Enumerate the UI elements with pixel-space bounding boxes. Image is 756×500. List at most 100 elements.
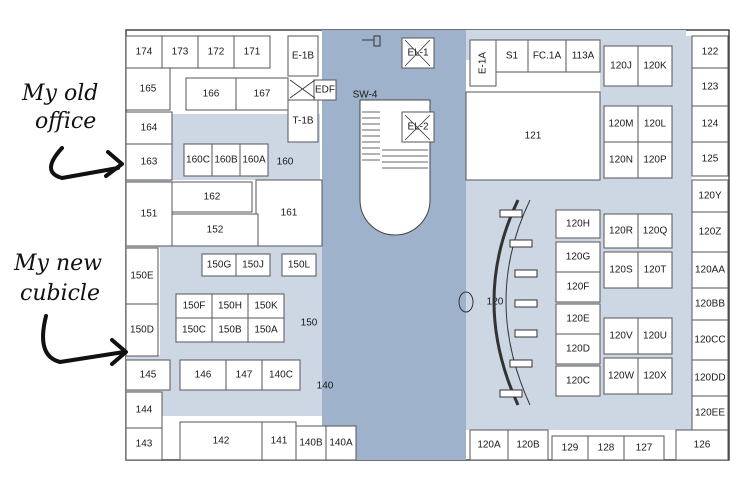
shaft-sw4 [322,30,466,460]
arrow-new-cubicle [41,314,126,364]
room-160b: 160B [211,143,241,177]
room-120h: 120H [555,209,601,239]
room-label: 171 [244,47,261,58]
room-label: 150H [218,301,242,312]
annotation-old-office: My old office [21,81,124,180]
room-120d: 120D [555,333,601,365]
room-box [313,79,337,101]
room-label: 120W [608,371,635,382]
room-box [587,435,625,461]
room-label: 165 [140,84,157,95]
room-label: 151 [141,209,158,220]
room-label: 162 [204,192,221,203]
room-label: T-1B [292,116,313,127]
room-label: 120K [643,61,667,72]
room-t-1b: T-1B [287,99,319,143]
room-120e: 120E [555,303,601,335]
room-label: 152 [207,225,224,236]
room-label: 150E [130,271,154,282]
room-label: 150L [288,260,311,271]
room-label: 120BB [695,299,725,310]
room-120l: 120L [637,105,673,143]
room-box [603,357,639,395]
room-box [235,77,289,111]
room-120w: 120W [603,357,639,395]
room-label: S1 [506,51,519,62]
room-box [125,359,171,391]
room-label: E-1A [478,52,489,75]
room-box [235,253,271,277]
room-140c: 140C [261,359,301,391]
room-box [295,425,327,461]
room-box [637,317,673,355]
room-151: 151 [125,181,173,247]
partition-arc-inner [505,199,531,406]
arrowhead-new-cubicle [110,338,128,366]
room-label: EL-1 [407,48,429,59]
room-143: 143 [125,427,163,461]
room-box [469,39,497,87]
room-label: 167 [254,89,271,100]
room-box [161,35,199,69]
room-120s: 120S [603,251,639,289]
room-label: EDF [315,85,335,96]
room-147: 147 [225,359,263,391]
room-124: 124 [691,105,729,143]
room-162: 162 [171,181,253,213]
room-label: 140A [329,438,353,449]
room-label: 126 [694,440,711,451]
room-label: 147 [236,370,253,381]
room-150c: 150C [175,317,213,343]
room-146: 146 [179,359,227,391]
room-box [465,91,601,181]
room-161: 161 [255,179,323,247]
room-box [171,213,259,247]
room-120ee: 120EE [691,395,729,431]
room-box [239,143,269,177]
room-label: 142 [213,436,230,447]
room-label: 128 [598,443,615,454]
central-shaft: SW-4 [322,30,466,460]
room-152: 152 [171,213,259,247]
room-box [691,251,729,289]
room-box [233,35,271,69]
arrow-old-office [49,146,120,180]
room-174: 174 [125,35,163,69]
room-box [247,293,285,319]
room-125: 125 [691,141,729,177]
room-label: 141 [271,436,288,447]
room-box [287,35,319,77]
room-fc-1a: FC.1A [527,39,567,73]
room-e-1b: E-1B [287,35,319,77]
room-box [555,303,601,335]
room-box [603,45,639,87]
room-label: 120E [566,314,590,325]
room-128: 128 [587,435,625,461]
room-160: 160 [277,157,294,168]
fountain-icon [458,291,474,313]
room-label: 160A [242,155,266,166]
arrowhead-old-office [104,150,124,178]
room-label: 161 [281,208,298,219]
room-120m: 120M [603,105,639,143]
room-127: 127 [623,435,665,461]
room-129: 129 [551,435,589,461]
room-s1: S1 [495,39,529,73]
room-label: 164 [141,123,158,134]
room-box [637,45,673,87]
room-label: 140 [317,381,334,392]
room-150h: 150H [211,293,249,319]
room-edf: EDF [313,79,337,101]
room-label: 120U [643,331,667,342]
room-172: 172 [197,35,235,69]
room-label: 120L [644,119,667,130]
room-160c: 160C [183,143,213,177]
room-120n: 120N [603,141,639,179]
room-box [281,253,317,277]
room-label: 146 [195,370,212,381]
room-120aa: 120AA [691,251,729,289]
room-box [225,359,263,391]
room-label: 120R [609,226,633,237]
room-label: 140B [299,438,323,449]
